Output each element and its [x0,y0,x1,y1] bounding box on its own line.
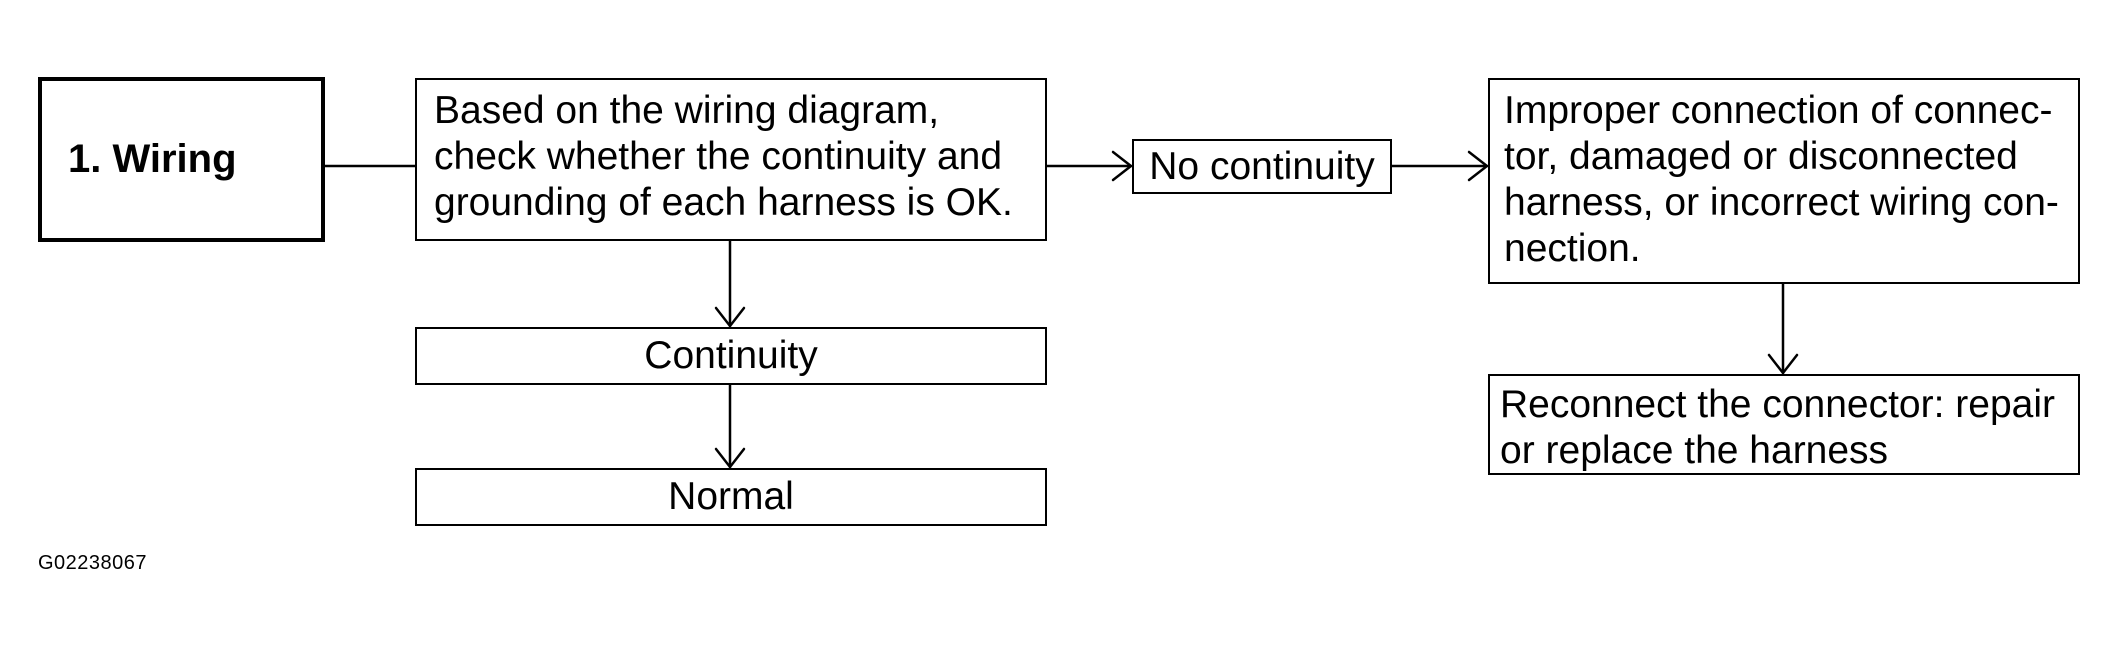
cause-line-4: nection. [1504,227,1641,270]
nocontinuity-to-cause-arrowhead [1467,150,1490,182]
cause-line-1: Improper connection of connec- [1504,89,2053,132]
normal-box: Normal [415,468,1047,526]
cause-to-remedy-arrowhead [1767,353,1799,376]
check-to-nocontinuity-arrowhead [1111,150,1134,182]
check-to-continuity-arrowhead [714,306,746,329]
check-line-1: Based on the wiring diagram, [434,89,940,132]
step-label: 1. Wiring [68,137,237,181]
cause-line-2: tor, damaged or disconnected [1504,135,2018,178]
continuity-box: Continuity [415,327,1047,385]
continuity-label: Continuity [644,334,818,377]
remedy-box: Reconnect the connector: repair or repla… [1488,374,2080,475]
check-line-3: grounding of each harness is OK. [434,181,1013,224]
cause-line-3: harness, or incorrect wiring con- [1504,181,2059,224]
cause-box: Improper connection of connec- tor, dama… [1488,78,2080,284]
remedy-line-1: Reconnect the connector: repair [1500,383,2055,426]
remedy-line-2: or replace the harness [1500,429,1889,472]
no-continuity-box: No continuity [1132,139,1392,194]
check-continuity-box: Based on the wiring diagram, check wheth… [415,78,1047,241]
normal-label: Normal [668,475,794,518]
check-line-2: check whether the continuity and [434,135,1003,178]
continuity-to-normal-arrowhead [714,447,746,470]
step-box-wiring: 1. Wiring [38,77,325,242]
figure-id: G02238067 [38,552,148,574]
no-continuity-label: No continuity [1149,145,1375,188]
